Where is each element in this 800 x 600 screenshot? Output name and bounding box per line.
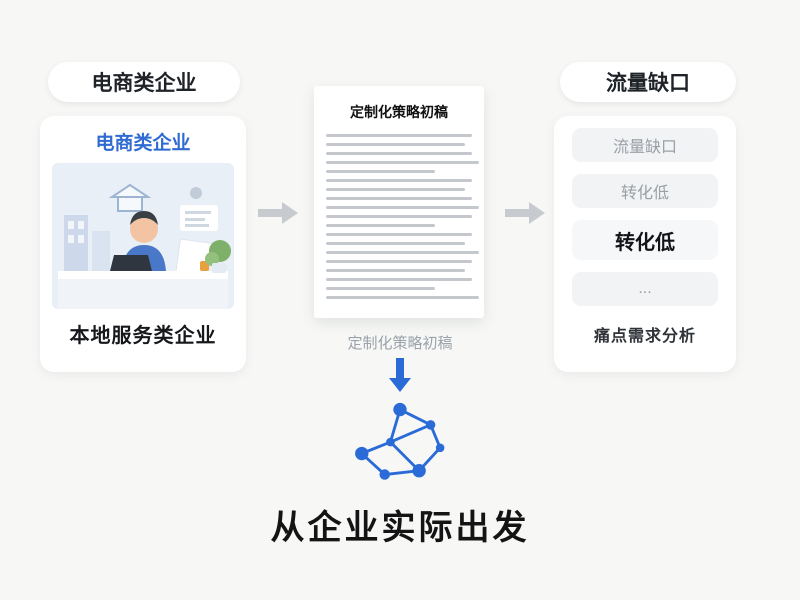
office-illustration xyxy=(52,163,234,309)
local-service-caption: 本地服务类企业 xyxy=(69,325,217,347)
arrow-right-icon xyxy=(505,202,545,224)
pain-point-item-label: 转化低 xyxy=(615,231,675,254)
pain-point-item-more: ... xyxy=(572,272,718,306)
strategy-document-body xyxy=(314,134,484,299)
pain-point-caption: 痛点需求分析 xyxy=(593,328,696,345)
ecommerce-pill: 电商类企业 xyxy=(48,62,240,102)
pain-point-item: 流量缺口 xyxy=(572,128,718,162)
pain-point-item-emphasized: 转化低 xyxy=(572,220,718,260)
strategy-document-caption: 定制化策略初稿 xyxy=(347,335,453,352)
strategy-document-title: 定制化策略初稿 xyxy=(350,104,448,120)
arrow-right-icon xyxy=(258,202,298,224)
pain-point-item-label: ... xyxy=(638,280,652,297)
pain-point-item-label: 转化低 xyxy=(620,185,669,202)
pain-point-item: 转化低 xyxy=(572,174,718,208)
ecommerce-card-title: 电商类企业 xyxy=(95,133,191,154)
traffic-gap-pill: 流量缺口 xyxy=(560,62,736,102)
pain-point-card: 流量缺口 转化低 转化低 ... 痛点需求分析 xyxy=(554,116,736,372)
strategy-document: 定制化策略初稿 xyxy=(314,86,484,318)
network-graph-icon xyxy=(355,402,445,480)
office-illustration-art xyxy=(52,163,234,309)
ecommerce-card: 电商类企业 xyxy=(40,116,246,372)
arrow-down-icon xyxy=(389,358,411,392)
ecommerce-pill-label: 电商类企业 xyxy=(91,72,197,95)
footer-headline: 从企业实际出发 xyxy=(270,509,530,547)
traffic-gap-pill-label: 流量缺口 xyxy=(606,72,690,95)
pain-point-item-label: 流量缺口 xyxy=(612,139,677,156)
